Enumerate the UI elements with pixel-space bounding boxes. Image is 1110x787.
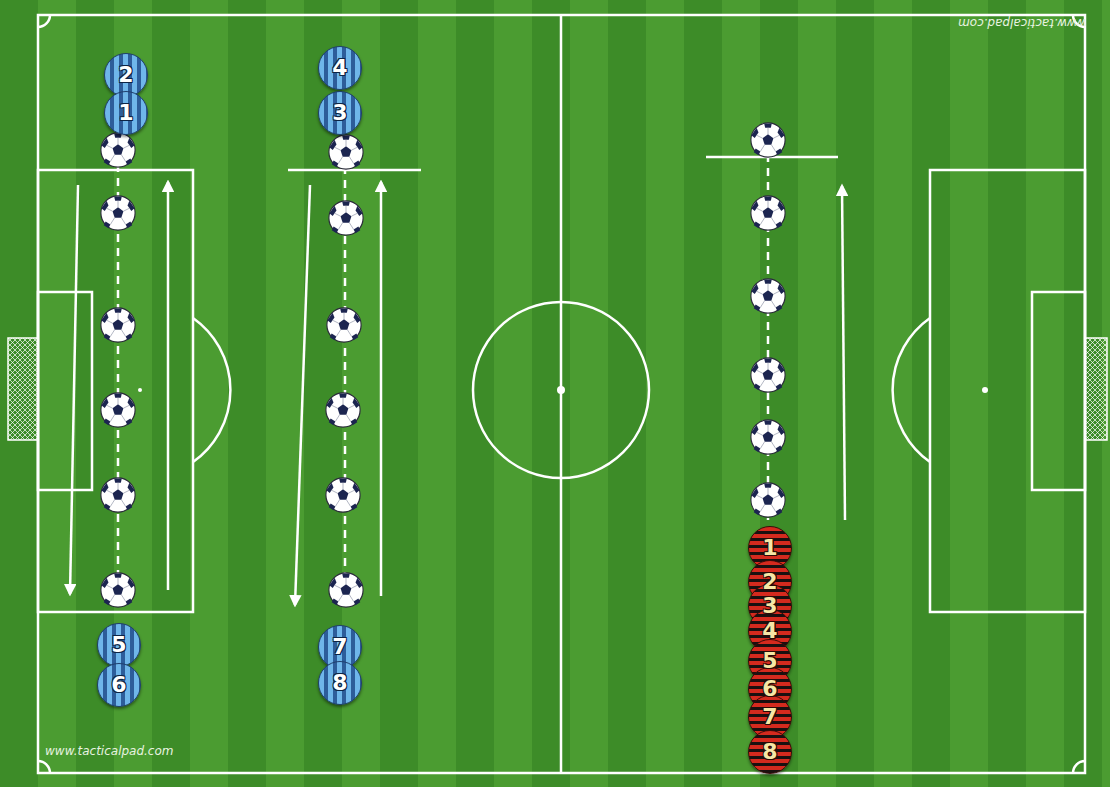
player-number: 3 <box>332 102 347 124</box>
player-number: 5 <box>762 650 777 672</box>
watermark: www.tacticalpad.com <box>45 744 174 758</box>
player-number: 7 <box>762 706 777 728</box>
player-number: 3 <box>762 595 777 617</box>
player-number: 5 <box>111 634 126 656</box>
player-token: 5 <box>97 623 141 667</box>
player-number: 2 <box>762 571 777 593</box>
player-number: 4 <box>762 620 777 642</box>
player-token: 8 <box>318 661 362 705</box>
player-number: 8 <box>332 672 347 694</box>
player-token: 8 <box>748 730 792 774</box>
player-token: 4 <box>318 46 362 90</box>
player-token: 6 <box>97 663 141 707</box>
player-number: 6 <box>111 674 126 696</box>
player-number: 1 <box>118 102 133 124</box>
watermark: www.tacticalpad.com <box>958 16 1087 30</box>
player-number: 7 <box>332 636 347 658</box>
player-number: 2 <box>118 64 133 86</box>
player-number: 8 <box>762 741 777 763</box>
player-token: 3 <box>318 91 362 135</box>
player-number: 6 <box>762 678 777 700</box>
player-token: 1 <box>104 91 148 135</box>
player-number: 1 <box>762 537 777 559</box>
player-number: 4 <box>332 57 347 79</box>
